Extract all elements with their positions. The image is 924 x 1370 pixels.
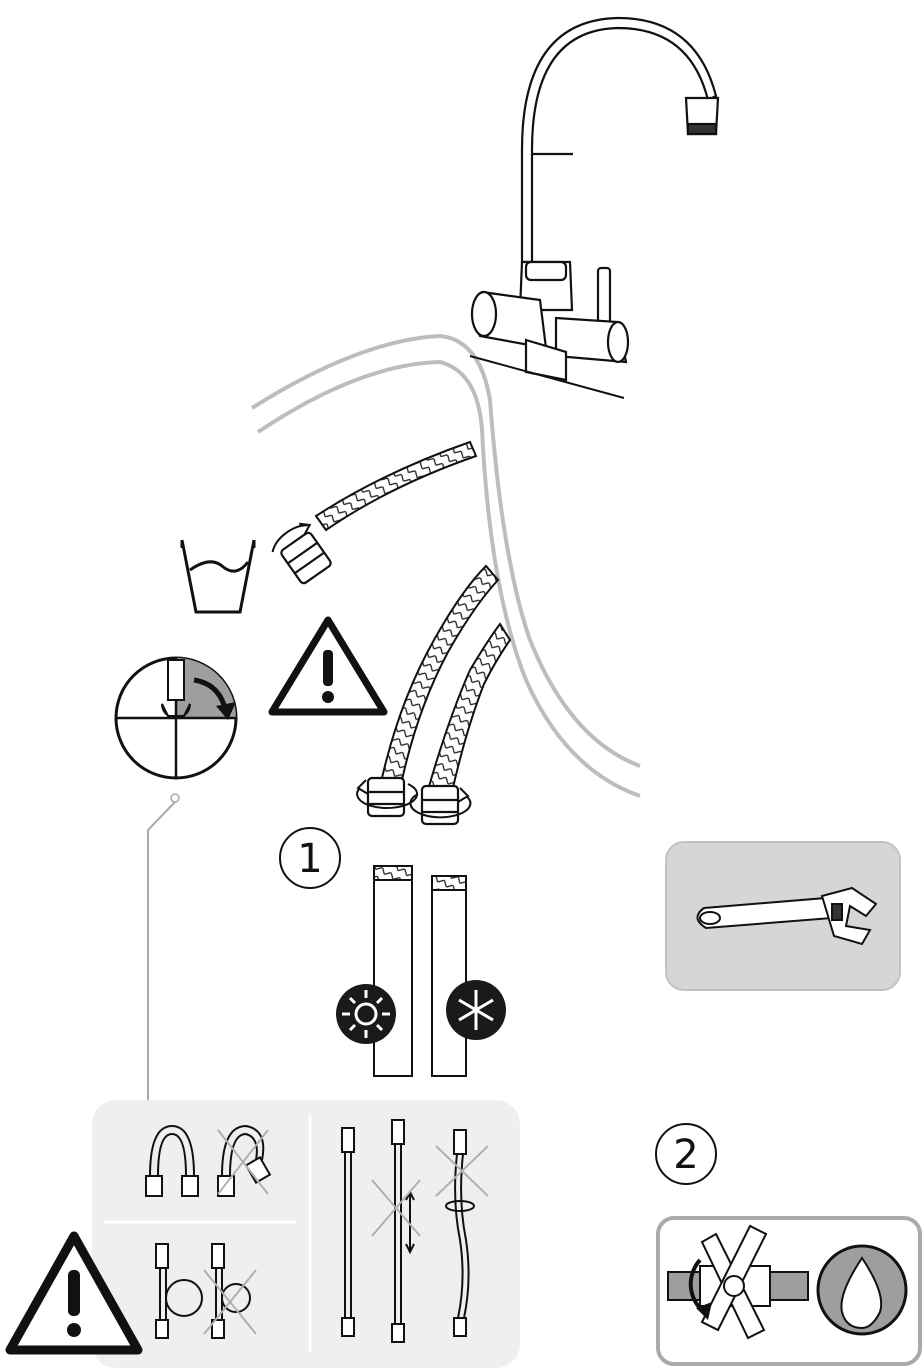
- hose-twisted-forbidden: [435, 1129, 489, 1337]
- hose-loop: [155, 1243, 203, 1339]
- quarter-turn-dial-icon: [114, 656, 238, 1100]
- svg-text:1: 1: [297, 836, 322, 882]
- hose-correct-bend: [145, 1124, 199, 1197]
- shutoff-valve-panel: [656, 1216, 922, 1366]
- hose-rules-panel: [92, 1100, 520, 1368]
- hose-kinked-forbidden: [217, 1124, 272, 1197]
- sun-icon: [336, 984, 396, 1044]
- hose-stretched-forbidden: [371, 1119, 421, 1343]
- hose-straight: [341, 1127, 355, 1337]
- warning-triangle-icon: [5, 1231, 143, 1355]
- svg-text:2: 2: [673, 1132, 698, 1178]
- bucket-icon: [180, 539, 256, 614]
- shutoff-valve-icon: [667, 1224, 809, 1340]
- countertop: [250, 333, 641, 798]
- warning-triangle-icon: [268, 616, 388, 716]
- hose-nut: [271, 522, 472, 826]
- step-2-marker: 2: [655, 1123, 717, 1185]
- wrench-tool-panel: [665, 841, 901, 991]
- hot-cold-supply-hoses: [314, 440, 512, 794]
- step-1-marker: 1: [279, 827, 341, 889]
- hose-tight-loop-forbidden: [203, 1243, 257, 1339]
- water-drop-icon: [816, 1244, 908, 1336]
- snowflake-icon: [446, 980, 506, 1040]
- supply-pipes: [373, 865, 467, 1077]
- faucet-icon: [470, 16, 720, 382]
- adjustable-wrench-icon: [696, 886, 878, 946]
